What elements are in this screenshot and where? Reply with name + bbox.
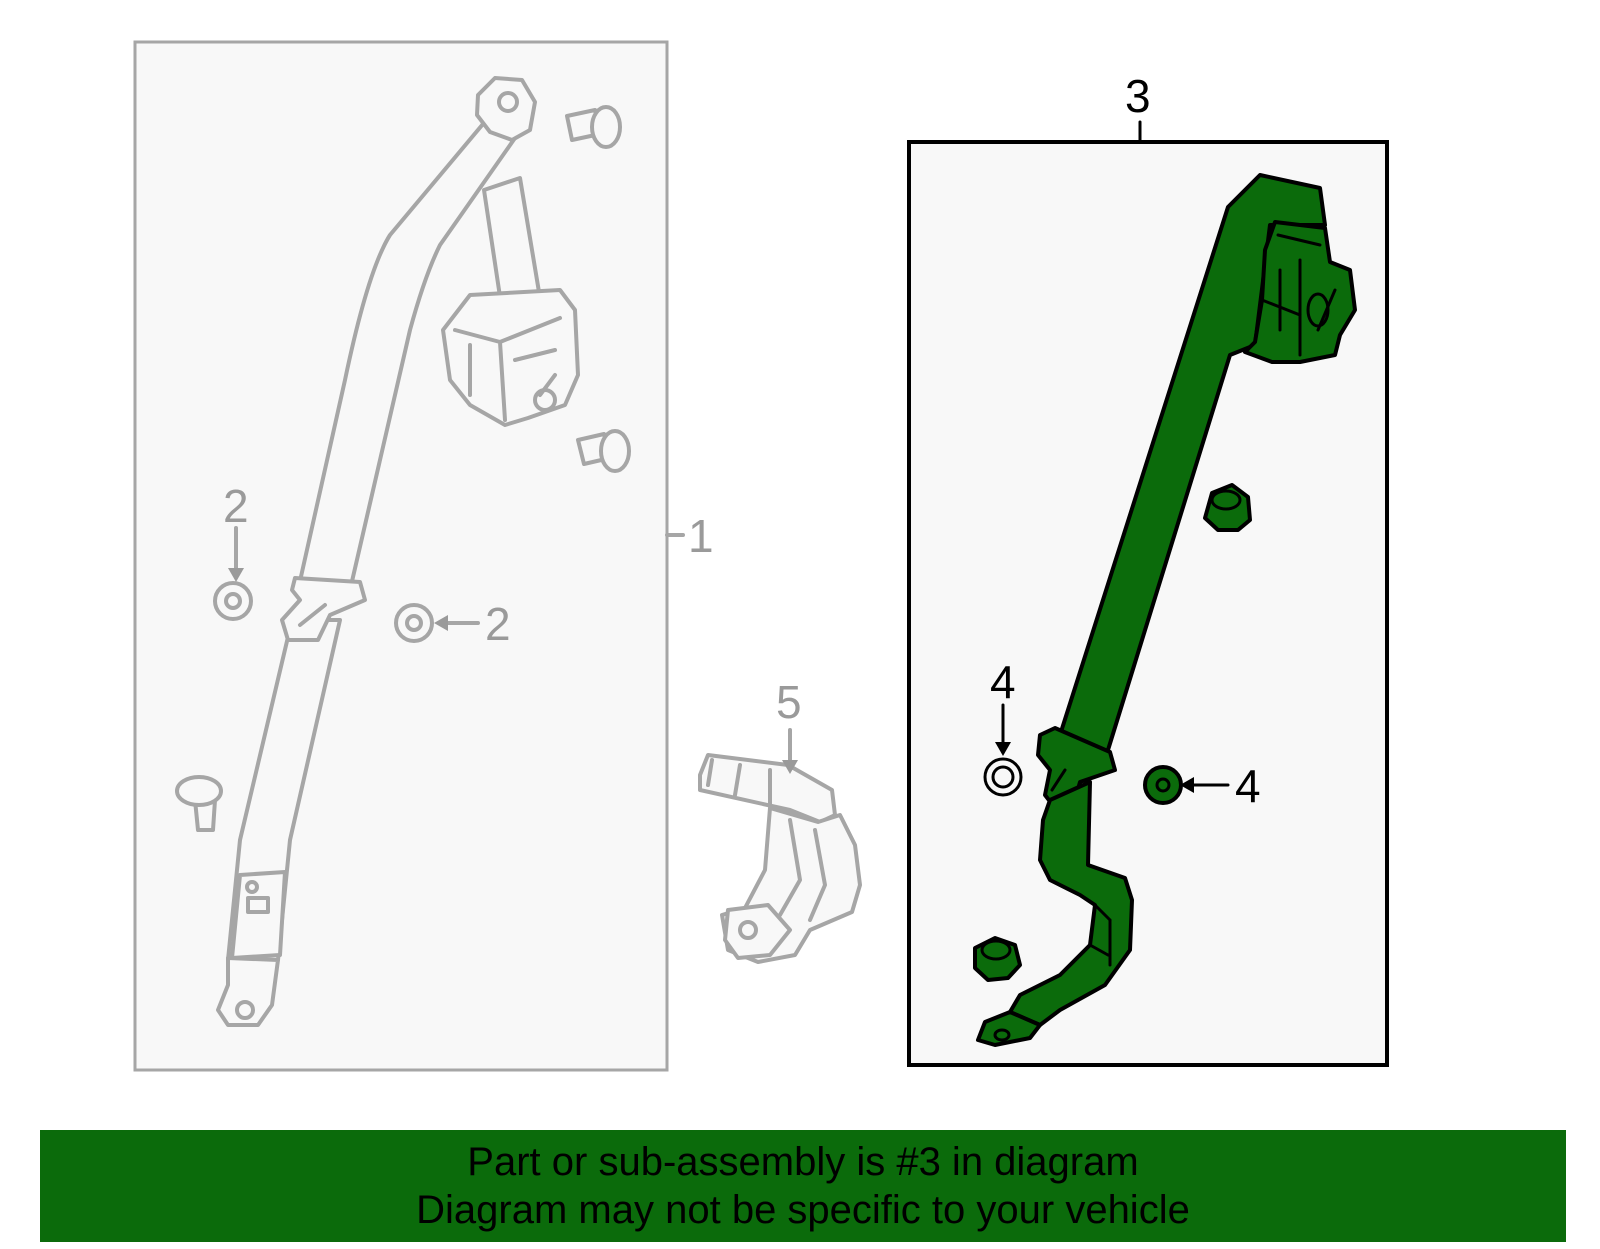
washer-icon-4a [983,757,1023,797]
callout-2b: 2 [485,598,511,650]
seat-belt-webbing-upper [296,116,524,592]
retractor-spool-3-icon [1306,292,1330,328]
lower-strap-3-detail [1088,903,1112,967]
bracket-5-rib [778,818,827,922]
bolt-icon-mid [576,429,631,473]
arrowhead-4a-icon [995,742,1011,756]
assembly-1-panel [133,40,669,1072]
lower-anchor-hole [235,1000,255,1020]
anchor-tab-3-hole [993,1028,1011,1042]
washer-icon-2b [394,603,434,643]
callout-2a: 2 [223,480,249,532]
part-5-group: 5 [698,676,862,964]
part-3-group: 3 [907,70,1389,1067]
belt-guide-slot [298,603,327,627]
arrowhead-5-icon [782,760,798,774]
callout-4a: 4 [990,656,1016,708]
retractor-detail-3 [1260,233,1337,357]
nut-icon-upper [1203,483,1252,532]
lower-buckle-rivet-icon [245,880,259,894]
callout-4b: 4 [1235,760,1261,812]
washer-icon-4b [1143,765,1183,805]
retractor-spool-icon [533,388,557,412]
upper-anchor-hole [497,91,519,113]
banner-line-1: Part or sub-assembly is #3 in diagram [467,1140,1139,1184]
arrowhead-2b-icon [434,615,448,631]
info-banner: Part or sub-assembly is #3 in diagram Di… [40,1130,1566,1242]
bolt-icon-top [565,105,622,149]
banner-line-2: Diagram may not be specific to your vehi… [416,1188,1190,1232]
anchor-tab-3 [976,1010,1042,1047]
bracket-5-detail [706,758,772,807]
lower-buckle-plate [230,870,287,960]
nut-icon-lower [973,936,1022,982]
lower-buckle-window [246,896,270,914]
bolt-icon-bottom [175,775,223,832]
retractor-detail [453,316,562,422]
arrowhead-4b-icon [1180,777,1194,793]
lower-anchor-plate [216,956,280,1027]
callout-1: 1 [688,510,714,562]
bracket-5-hole [738,920,758,940]
assembly-1-group: 1 2 2 [133,40,714,1072]
belt-guide-slot-3 [1050,768,1067,792]
arrowhead-2a-icon [228,568,244,582]
washer-icon-2a [213,581,253,621]
callout-3: 3 [1125,70,1151,122]
bracket-5-top [698,753,837,824]
callout-5: 5 [776,676,802,728]
